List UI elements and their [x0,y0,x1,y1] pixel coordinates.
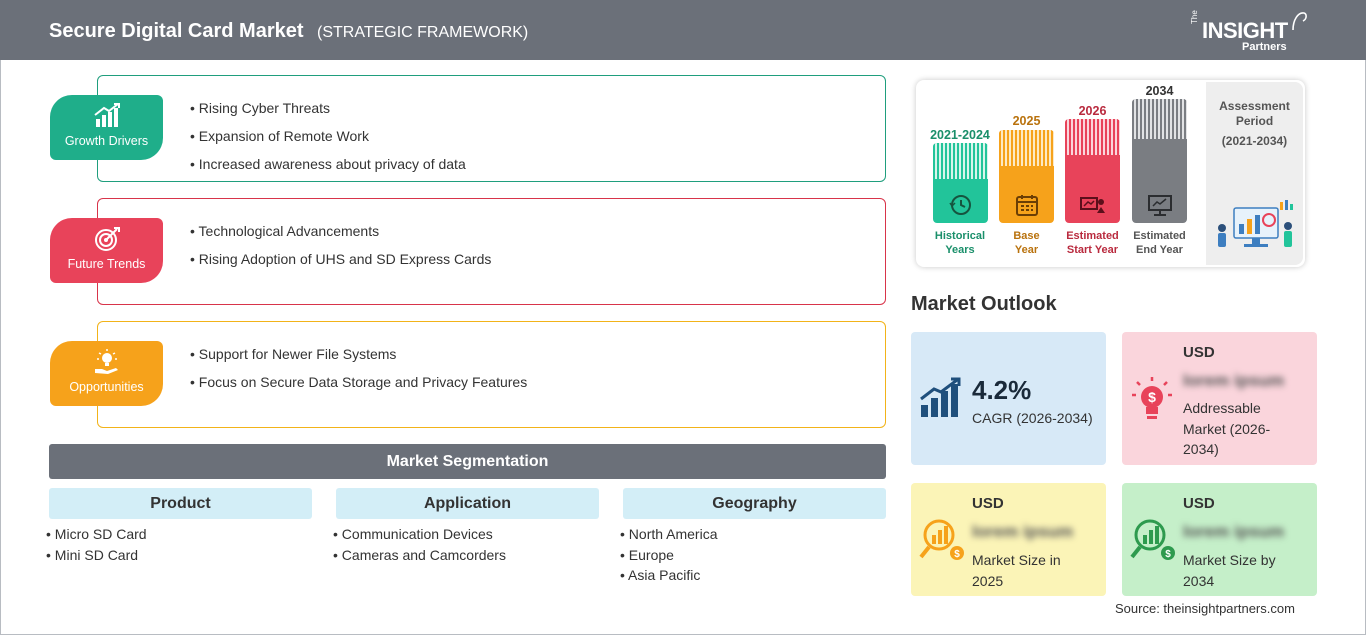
timeline-label-end: Estimated End Year [1127,229,1192,257]
segment-list-geography: North America Europe Asia Pacific [620,524,718,586]
segment-list-product: Micro SD Card Mini SD Card [46,524,147,565]
logo-the: The [1190,10,1199,24]
list-item: Mini SD Card [46,545,147,566]
future-trends-label: Future Trends [67,257,146,271]
timeline-label-line: End Year [1136,244,1183,256]
timeline-label-line: Start Year [1066,244,1119,256]
opportunities-box: Support for Newer File Systems Focus on … [97,321,886,428]
chart-magnifier-coin-icon: $ [1130,519,1175,560]
timeline-label-line: Estimated [1133,230,1186,242]
timeline-column-start [1065,119,1120,223]
assessment-title-line: Assessment [1219,99,1290,113]
svg-text:$: $ [1165,549,1171,560]
timeline-year-historical: 2021-2024 [930,128,990,142]
calendar-icon [1015,195,1038,216]
logo-swoosh-icon [1292,12,1307,31]
timeline-column-base [999,130,1054,223]
list-item: Asia Pacific [620,565,718,586]
timeline-label-line: Base [1013,230,1040,242]
addressable-usd: USD [1183,344,1215,361]
timeline-label-historical: Historical Years [925,229,995,257]
list-item: North America [620,524,718,545]
addressable-market-box: $ USD lorem ipsum Addressable Market (20… [1122,332,1317,465]
size-2025-label: Market Size in 2025 [972,552,1061,589]
addressable-value: lorem ipsum [1183,371,1285,390]
growth-bar-chart-icon [920,377,961,417]
timeline-label-line: Year [1014,244,1039,256]
presentation-board-icon [1079,197,1105,213]
list-item: Increased awareness about privacy of dat… [190,150,466,178]
page-subtitle: (STRATEGIC FRAMEWORK) [317,24,529,41]
segment-header-product: Product [49,488,312,519]
logo-insight: INSIGHT [1202,18,1288,43]
size-2034-value: lorem ipsum [1183,522,1285,541]
growth-chart-icon [93,103,120,127]
svg-text:$: $ [954,549,960,560]
timeline-label-line: Estimated [1066,230,1119,242]
analysts-dashboard-icon [1218,200,1293,247]
future-trends-box: Technological Advancements Rising Adopti… [97,198,886,305]
assessment-title: Assessment Period [1206,99,1303,129]
logo-partners: Partners [1242,41,1287,53]
cagr-box: 4.2% CAGR (2026-2034) [911,332,1106,465]
timeline-label-start: Estimated Start Year [1060,229,1125,257]
future-trends-list: Technological Advancements Rising Adopti… [190,217,492,273]
size-2025-usd: USD [972,495,1004,512]
future-trends-badge: Future Trends [50,218,163,283]
size-2025-value: lorem ipsum [972,522,1074,541]
opportunities-list: Support for Newer File Systems Focus on … [190,340,527,396]
list-item: Europe [620,545,718,566]
timeline-label-line: Historical [934,230,986,242]
insight-partners-logo[interactable]: The INSIGHT Partners [1190,10,1310,54]
list-item: Support for Newer File Systems [190,340,527,368]
cagr-label: CAGR (2026-2034) [972,410,1093,426]
assessment-title-line: Period [1235,114,1274,128]
opportunities-badge: Opportunities [50,341,163,406]
timeline-column-historical [933,143,988,223]
assessment-period: (2021-2034) [1221,134,1288,148]
size-2034-label: Market Size by 2034 [1183,552,1276,589]
money-bulb-icon: $ [1132,377,1172,419]
history-clock-icon [948,195,971,215]
list-item: Expansion of Remote Work [190,122,466,150]
market-segmentation-bar: Market Segmentation [49,444,886,479]
growth-drivers-label: Growth Drivers [64,134,149,148]
list-item: Technological Advancements [190,217,491,245]
timeline-label-base: Base Year [994,229,1059,257]
assessment-period-box: Assessment Period (2021-2034) [1206,82,1303,265]
svg-text:$: $ [1148,389,1156,405]
market-size-2025-box: $ USD lorem ipsum Market Size in 2025 [911,483,1106,596]
chart-magnifier-coin-icon: $ [919,519,964,560]
lightbulb-hand-icon [94,349,118,374]
list-item: Focus on Secure Data Storage and Privacy… [190,368,527,396]
list-item: Cameras and Camcorders [333,545,506,566]
monitor-chart-icon [1147,195,1172,216]
list-item: Communication Devices [333,524,506,545]
timeline-year-start: 2026 [1078,104,1107,118]
target-icon [94,227,120,251]
size-2034-usd: USD [1183,495,1215,512]
segment-header-geography: Geography [623,488,886,519]
list-item: Micro SD Card [46,524,147,545]
timeline-year-end: 2034 [1145,84,1174,98]
source-note: Source: theinsightpartners.com [1115,601,1295,616]
market-outlook-title: Market Outlook [911,293,1057,315]
cagr-value: 4.2% [972,375,1032,405]
opportunities-label: Opportunities [69,380,144,394]
timeline-label-line: Years [945,244,975,256]
timeline-year-base: 2025 [1012,114,1041,128]
addressable-label: Addressable Market (2026-2034) [1183,400,1271,457]
list-item: Rising Adoption of UHS and SD Express Ca… [190,245,492,273]
growth-drivers-badge: Growth Drivers [50,95,163,160]
segment-list-application: Communication Devices Cameras and Camcor… [333,524,506,565]
market-size-2034-box: $ USD lorem ipsum Market Size by 2034 [1122,483,1317,596]
growth-drivers-list: Rising Cyber Threats Expansion of Remote… [190,94,466,178]
header-bar: Secure Digital Card Market (STRATEGIC FR… [0,0,1366,60]
page-title: Secure Digital Card Market [49,20,304,42]
list-item: Rising Cyber Threats [190,94,466,122]
segment-header-application: Application [336,488,599,519]
growth-drivers-box: Rising Cyber Threats Expansion of Remote… [97,75,886,182]
timeline-column-end [1132,99,1187,223]
